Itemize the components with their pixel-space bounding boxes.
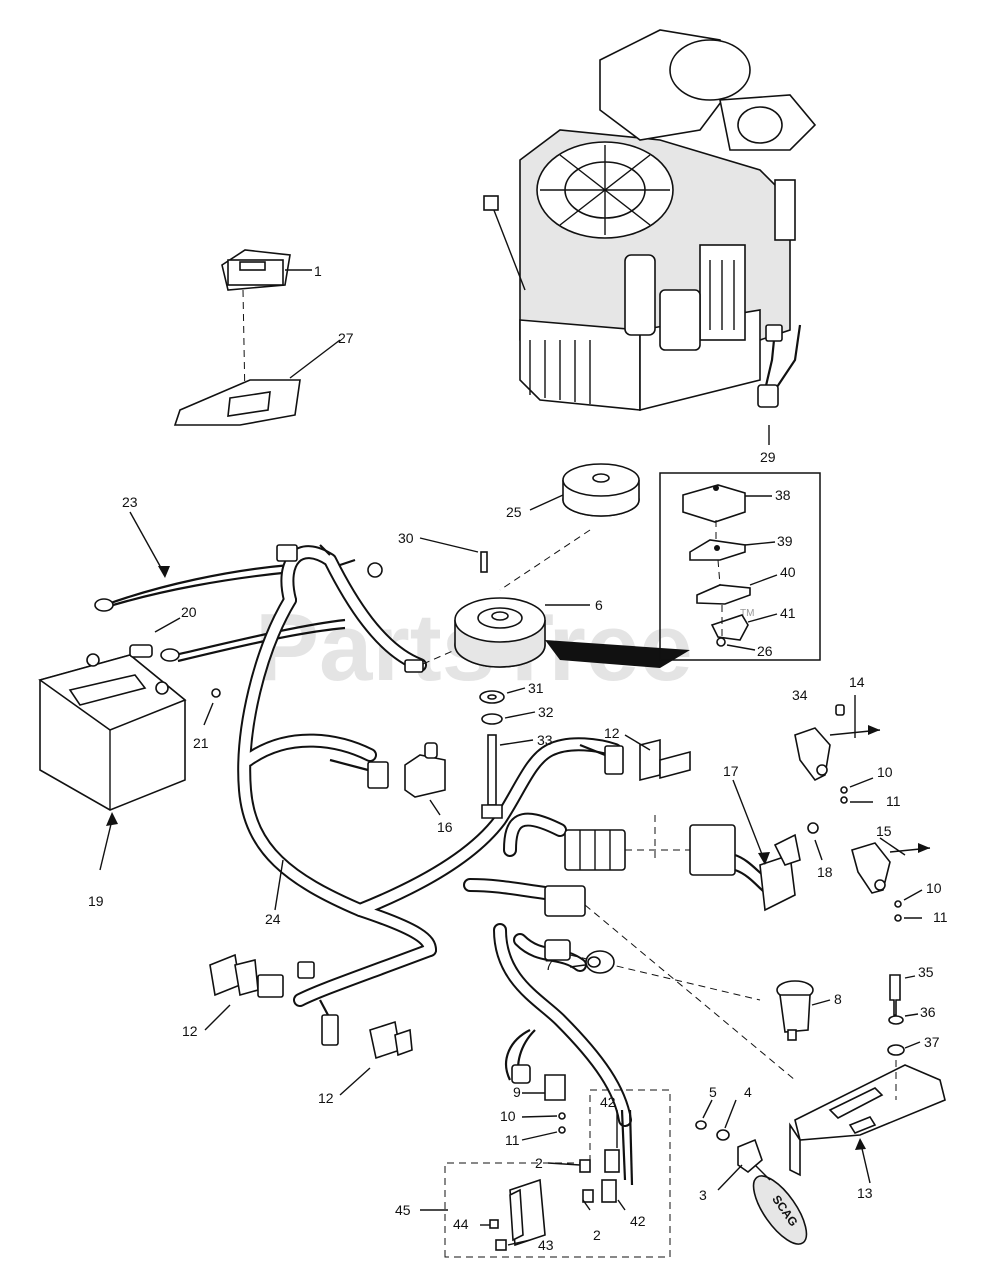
callout-9: 9: [513, 1084, 521, 1100]
callout-6: 6: [595, 597, 603, 613]
callout-36: 36: [920, 1004, 936, 1020]
callout-15: 15: [876, 823, 892, 839]
callout-11-fuse: 11: [505, 1132, 520, 1148]
callout-40: 40: [780, 564, 796, 580]
callout-14: 14: [849, 674, 865, 690]
callout-5: 5: [709, 1084, 717, 1100]
callout-3: 3: [699, 1187, 707, 1203]
callout-34: 34: [792, 687, 808, 703]
callout-2-lower: 2: [593, 1227, 601, 1243]
wiring-harness-24: [237, 544, 632, 1127]
callout-43: 43: [538, 1237, 554, 1253]
callout-10-fuse: 10: [500, 1108, 516, 1124]
callout-10-lower: 10: [926, 880, 942, 896]
callout-20: 20: [181, 604, 197, 620]
harness-connectors: [544, 815, 796, 1081]
light-8: [776, 980, 831, 1041]
callout-12-left: 12: [182, 1023, 198, 1039]
callout-32: 32: [538, 704, 554, 720]
callout-12-lower: 12: [318, 1090, 334, 1106]
trademark-mark: TM: [740, 608, 754, 619]
linkage-14: [794, 695, 881, 804]
callout-labels: 1 27 29 23 25 30 38 39 40 41 26 6 20 21 …: [88, 263, 948, 1253]
callout-33: 33: [537, 732, 553, 748]
engine: [483, 29, 817, 412]
switch-12-upper: [579, 734, 691, 782]
switch-1: [221, 249, 312, 401]
callout-23: 23: [122, 494, 138, 510]
callout-8: 8: [834, 991, 842, 1007]
callout-24: 24: [265, 911, 281, 927]
bracket-27: [173, 339, 341, 426]
callout-16: 16: [437, 819, 453, 835]
callout-13: 13: [857, 1185, 873, 1201]
callout-2-upper: 2: [535, 1155, 543, 1171]
callout-19: 19: [88, 893, 104, 909]
relay-17: [732, 779, 823, 912]
key-30: [419, 537, 488, 573]
callout-12-upper: 12: [604, 725, 620, 741]
callout-1: 1: [314, 263, 322, 279]
component-9: [505, 1029, 566, 1141]
callout-42-lower: 42: [630, 1213, 646, 1229]
engine-connector-29: [757, 324, 802, 445]
callout-29: 29: [760, 449, 776, 465]
callout-42-upper: 42: [600, 1094, 616, 1110]
pulley-25: [499, 463, 640, 591]
callout-10-upper: 10: [877, 764, 893, 780]
callout-17: 17: [723, 763, 739, 779]
battery-19: [38, 653, 187, 871]
callout-11-upper: 11: [886, 793, 901, 809]
callout-38: 38: [775, 487, 791, 503]
callout-11-lower: 11: [933, 909, 948, 925]
clutch-6: [454, 597, 690, 668]
callout-37: 37: [924, 1034, 940, 1050]
callout-31: 31: [528, 680, 544, 696]
bracket-13: [789, 974, 946, 1184]
callout-27: 27: [338, 330, 354, 346]
callout-7: 7: [545, 957, 553, 973]
callout-39: 39: [777, 533, 793, 549]
switch-12-lower: [319, 999, 413, 1096]
switch-12-left: [204, 953, 315, 1031]
fuse-block-assembly: [420, 1089, 671, 1258]
component-7: [569, 950, 615, 974]
callout-25: 25: [506, 504, 522, 520]
callout-18: 18: [817, 864, 833, 880]
callout-21: 21: [193, 735, 209, 751]
callout-44: 44: [453, 1216, 469, 1232]
callout-35: 35: [918, 964, 934, 980]
ignition-switch-3: SCAG: [695, 1099, 808, 1245]
callout-30: 30: [398, 530, 414, 546]
clutch-bolt-stack: [479, 687, 536, 819]
callout-45: 45: [395, 1202, 411, 1218]
linkage-15: [851, 837, 931, 922]
clutch-stop-detail: [659, 472, 821, 661]
switch-16: [329, 742, 446, 816]
callout-26: 26: [757, 643, 773, 659]
callout-4: 4: [744, 1084, 752, 1100]
callout-41: 41: [780, 605, 796, 621]
